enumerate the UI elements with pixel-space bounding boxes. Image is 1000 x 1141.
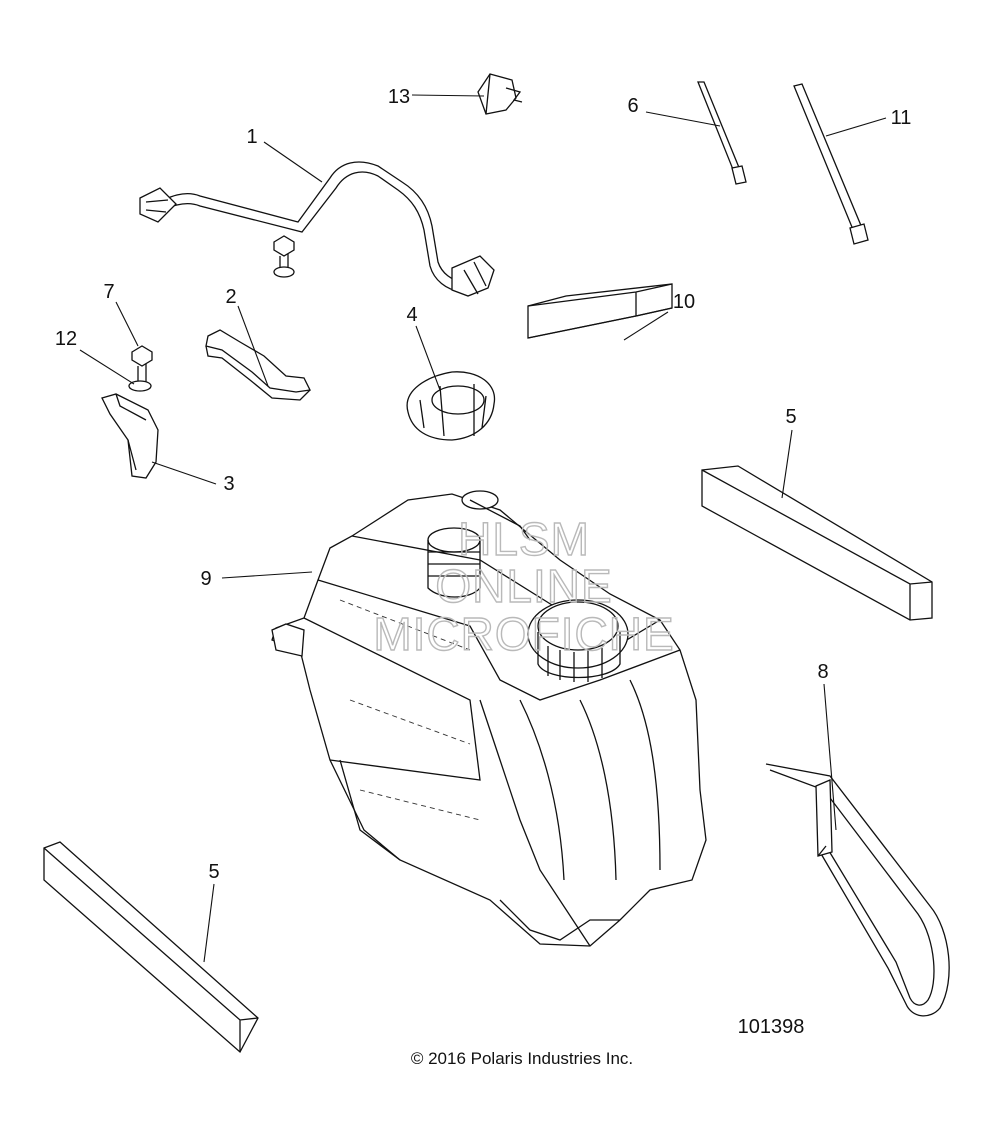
leader-7	[115, 301, 139, 347]
leader-lines	[79, 94, 887, 963]
leader-10	[623, 311, 669, 341]
callout-13: 13	[388, 86, 410, 108]
callout-9: 9	[200, 568, 211, 590]
callout-5-left: 5	[208, 861, 219, 883]
part-13-clip	[477, 73, 523, 115]
part-6-cable-tie	[697, 81, 747, 185]
leader-6	[645, 111, 721, 127]
watermark: HLSM ONLINE MICROFICHE	[373, 512, 675, 660]
part-7-screw	[131, 235, 295, 383]
part-2-bracket	[205, 329, 311, 401]
part-8-strap	[765, 763, 950, 1017]
part-4-fuel-cap	[406, 371, 496, 441]
callout-12: 12	[55, 328, 77, 350]
callout-11: 11	[891, 107, 912, 129]
part-3-bracket	[101, 393, 159, 479]
watermark-line-3: MICROFICHE	[373, 608, 674, 660]
callout-labels: 13 1 6 11 7 2 12 4 10 3 5 9 8 5	[55, 86, 912, 883]
callout-4: 4	[406, 304, 417, 326]
part-12-washer	[128, 266, 295, 392]
leader-11	[825, 117, 887, 137]
callout-3: 3	[223, 473, 234, 495]
callout-2: 2	[225, 286, 236, 308]
callout-7: 7	[103, 281, 114, 303]
callout-1: 1	[246, 126, 257, 148]
watermark-line-1: HLSM	[458, 513, 590, 565]
part-1-fuel-line	[139, 161, 495, 297]
leader-13	[411, 94, 485, 97]
figure-number: 101398	[738, 1016, 805, 1038]
leader-1	[263, 141, 323, 183]
part-5-foam-strip-left	[43, 841, 259, 1054]
leader-3	[151, 461, 217, 485]
callout-6: 6	[627, 95, 638, 117]
watermark-line-2: ONLINE	[435, 560, 612, 612]
part-5-foam-strip-right	[701, 465, 933, 621]
callout-8: 8	[817, 661, 828, 683]
part-11-cable-tie	[793, 83, 869, 245]
copyright-notice: © 2016 Polaris Industries Inc.	[411, 1049, 633, 1068]
callout-5-right: 5	[785, 406, 796, 428]
callout-10: 10	[673, 291, 695, 313]
part-9-fuel-tank	[271, 490, 707, 947]
leader-8	[823, 683, 837, 831]
leader-12	[79, 349, 135, 385]
leader-2	[237, 305, 269, 387]
leader-4	[415, 325, 441, 391]
leader-5-left	[203, 883, 215, 963]
leader-9	[221, 571, 313, 579]
part-10-foam-block	[527, 283, 673, 339]
leader-5-right	[781, 429, 793, 499]
